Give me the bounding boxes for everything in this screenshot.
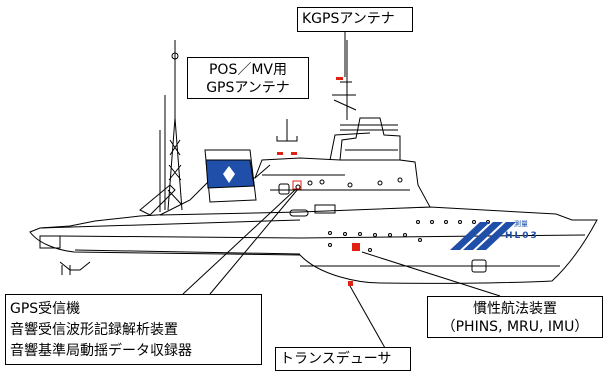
hull-stripe (450, 222, 490, 250)
acoustic-waveform-analyzer-label: 音響受信波形記録解析装置 (10, 322, 178, 338)
ins-label-line1: 慣性航法装置 (473, 301, 557, 317)
hull-stripe (463, 222, 503, 250)
hull-stripe (476, 222, 516, 250)
leader-line-transducer (349, 285, 386, 349)
pos-mv-antenna-marker (277, 152, 283, 155)
kgps-antenna-label-text: KGPSアンテナ (302, 11, 395, 27)
leader-line-gps (209, 188, 299, 295)
superstructure (159, 117, 431, 216)
acoustic-reference-motion-recorder-label: 音響基準局動揺データ収録器 (10, 343, 192, 359)
gps-receiver-label: GPS受信機 (10, 301, 81, 317)
gps-receiver-group-label: GPS受信機 音響受信波形記録解析装置 音響基準局動揺データ収録器 (5, 294, 262, 365)
transducer-label: トランスデューサ (275, 347, 411, 371)
gps-receiver-marker (292, 180, 302, 190)
ship-hull (29, 206, 598, 284)
kgps-antenna-marker (336, 77, 343, 80)
pos-mv-antenna-marker (291, 152, 297, 155)
pos-mv-antenna-label-line2: GPSアンテナ (206, 80, 290, 96)
ins-label-line2: （PHINS, MRU, IMU） (441, 319, 589, 335)
kgps-antenna-label: KGPSアンテナ (297, 7, 413, 32)
lattice-mast (167, 117, 183, 211)
leader-line-ins (361, 251, 501, 297)
transducer-label-text: トランスデューサ (280, 351, 392, 367)
leader-line-gps (182, 188, 297, 295)
hull-number-marking: HL03 (505, 231, 539, 241)
ship-name-marking: 測量 (514, 219, 528, 228)
pos-mv-antenna-label: POS／MV用 GPSアンテナ (187, 57, 309, 99)
bow-hatch (471, 259, 487, 273)
ins-marker (352, 243, 360, 251)
funnel-emblem (223, 166, 235, 183)
transducer-marker (348, 281, 353, 286)
pos-mv-antenna-label-line1: POS／MV用 (208, 62, 287, 78)
ins-label: 慣性航法装置 （PHINS, MRU, IMU） (427, 296, 603, 338)
